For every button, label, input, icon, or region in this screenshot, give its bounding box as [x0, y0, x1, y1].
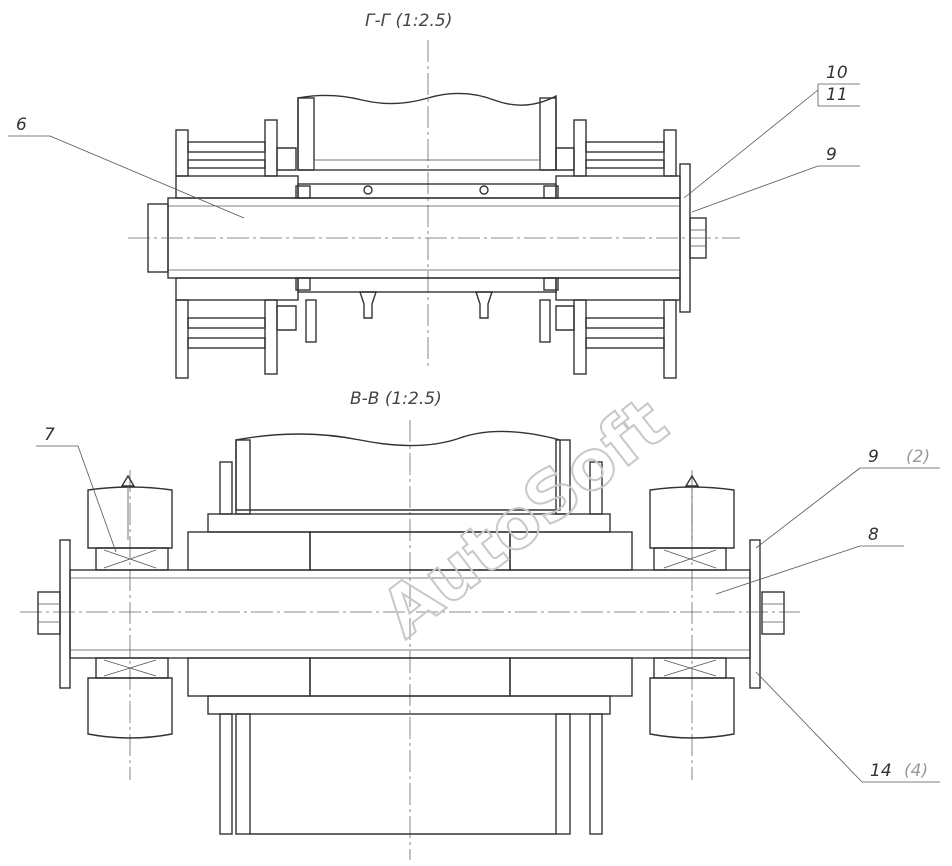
callout-9-bottom: 9	[868, 447, 879, 467]
section-view-g: Г-Г (1:2.5)	[8, 11, 860, 379]
section-view-v: В-В (1:2.5)	[20, 389, 940, 860]
callout-8: 8	[868, 525, 879, 545]
bottom-shaft	[59, 539, 761, 689]
right-wheel	[649, 474, 735, 739]
callout-10: 10	[826, 63, 848, 83]
callout-9-top: 9	[826, 145, 837, 165]
callout-7: 7	[44, 425, 55, 445]
top-callouts: 6 10 11 9	[8, 63, 860, 219]
top-upper-housing	[297, 92, 557, 171]
bottom-callouts: 7 9 (2) 8 14 (4)	[36, 425, 940, 783]
bottom-view-title: В-В (1:2.5)	[350, 389, 442, 409]
left-wheel	[87, 474, 173, 739]
top-grease-fittings	[359, 291, 493, 319]
top-view-title: Г-Г (1:2.5)	[365, 11, 452, 31]
callout-11: 11	[826, 85, 848, 105]
callout-14: 14	[870, 761, 892, 781]
callout-9-qty: (2)	[906, 447, 930, 467]
top-side-plates	[175, 119, 677, 177]
watermark: AutoSoft	[367, 383, 682, 653]
bottom-nuts	[37, 591, 785, 635]
callout-14-qty: (4)	[904, 761, 928, 781]
top-lower-plates	[175, 299, 677, 379]
bottom-lower-channel	[219, 713, 603, 835]
top-bearings	[295, 185, 559, 291]
callout-6: 6	[16, 115, 27, 135]
